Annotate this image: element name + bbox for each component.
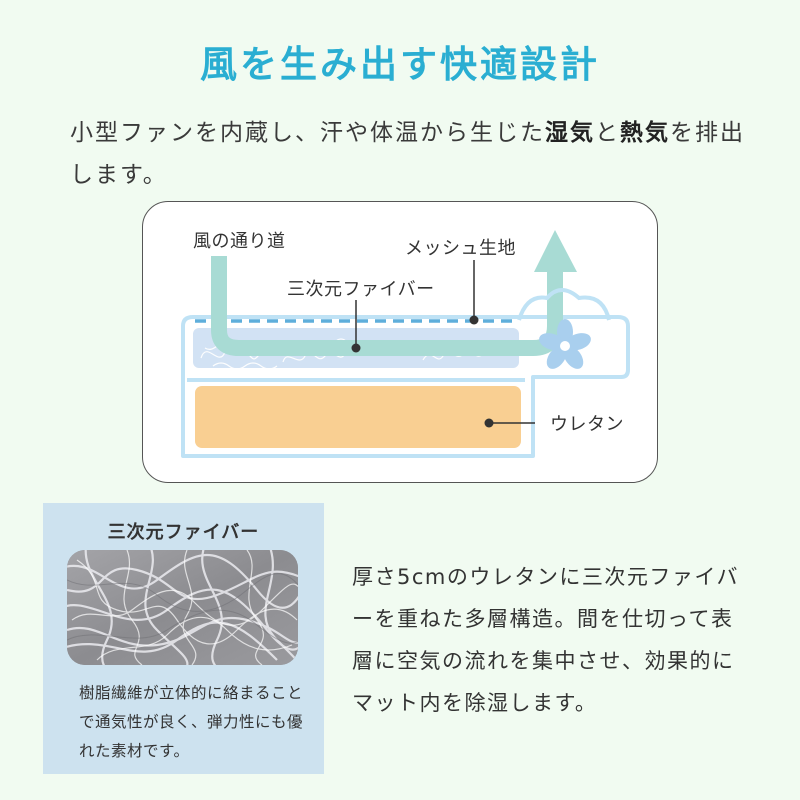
- page-title: 風を生み出す快適設計: [200, 43, 600, 86]
- intro-text: 小型ファンを内蔵し、汗や体温から生じた湿気と熱気を排出します。: [70, 112, 750, 196]
- intro-text-part-2: と: [595, 120, 620, 146]
- fan-icon: [539, 319, 591, 369]
- air-flow-arrowhead: [534, 230, 577, 272]
- fiber-info-card: 三次元ファイバー: [43, 503, 324, 774]
- mattress-outline: [181, 315, 630, 458]
- fan-housing: [517, 288, 611, 321]
- fiber-card-title: 三次元ファイバー: [107, 522, 260, 543]
- intro-text-part-1: 小型ファンを内蔵し、汗や体温から生じた: [70, 120, 545, 146]
- fiber-label: 三次元ファイバー: [287, 279, 435, 300]
- intro-emphasis-heat: 熱気: [620, 120, 670, 146]
- airflow-diagram: 風の通り道 メッシュ生地 三次元ファイバー ウレタン: [142, 201, 658, 483]
- mesh-label: メッシュ生地: [405, 238, 516, 259]
- airflow-diagram-graphic: [181, 230, 630, 458]
- structure-description: 厚さ5cmのウレタンに三次元ファイバーを重ねた多層構造。間を仕切って表層に空気の…: [352, 565, 739, 715]
- mesh-callout-dot: [469, 315, 479, 325]
- fiber-card-description: 樹脂繊維が立体的に絡まることで通気性が良く、弾力性にも優れた素材です。: [79, 684, 304, 760]
- intro-text-part-3: を排出します。: [70, 120, 745, 188]
- urethane-label: ウレタン: [550, 414, 624, 435]
- fiber-callout-dot: [351, 343, 361, 353]
- air-path-label: 風の通り道: [193, 231, 286, 252]
- intro-emphasis-humidity: 湿気: [545, 120, 595, 146]
- fiber-photo: [67, 550, 298, 665]
- urethane-callout-dot: [484, 418, 494, 428]
- urethane-block: [195, 386, 521, 448]
- fiber-texture-image: [67, 550, 298, 665]
